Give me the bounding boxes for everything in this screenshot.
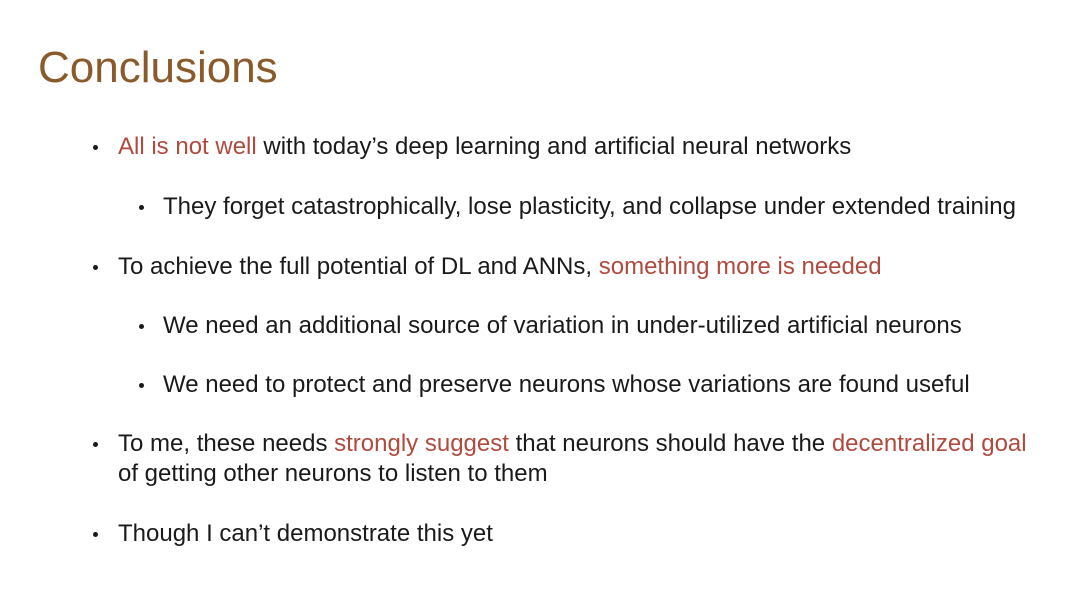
bullet-2: To achieve the full potential of DL and … (118, 252, 882, 282)
bullet-3-text-pre: To me, these needs (118, 430, 335, 457)
bullet-dot (93, 145, 98, 150)
bullet-dot (93, 532, 98, 537)
bullet-3-line-2: of getting other neurons to listen to th… (118, 460, 548, 487)
bullet-3-text-mid: that neurons should have the (508, 430, 832, 457)
bullet-dot (93, 442, 98, 447)
bullet-2-1: We need an additional source of variatio… (163, 312, 962, 339)
bullet-1: All is not well with today’s deep learni… (118, 132, 851, 162)
sub-bullet-dot (139, 383, 144, 388)
bullet-3-highlight-1: strongly suggest (334, 430, 509, 457)
sub-bullet-dot (139, 324, 144, 329)
bullet-2-text: To achieve the full potential of DL and … (118, 253, 599, 280)
bullet-4: Though I can’t demonstrate this yet (118, 520, 493, 547)
bullet-dot (93, 265, 98, 270)
bullet-3-highlight-2: decentralized goal (831, 430, 1027, 457)
sub-bullet-dot (139, 205, 144, 210)
bullet-1-text: with today’s deep learning and artificia… (256, 133, 852, 160)
bullet-1-1: They forget catastrophically, lose plast… (163, 193, 1016, 220)
slide-title: Conclusions (38, 43, 278, 92)
bullet-2-2: We need to protect and preserve neurons … (163, 371, 970, 398)
bullet-1-highlight: All is not well (118, 133, 257, 160)
bullet-3-line-1: To me, these needs strongly suggest that… (118, 429, 1027, 459)
bullet-2-highlight: something more is needed (598, 253, 882, 280)
